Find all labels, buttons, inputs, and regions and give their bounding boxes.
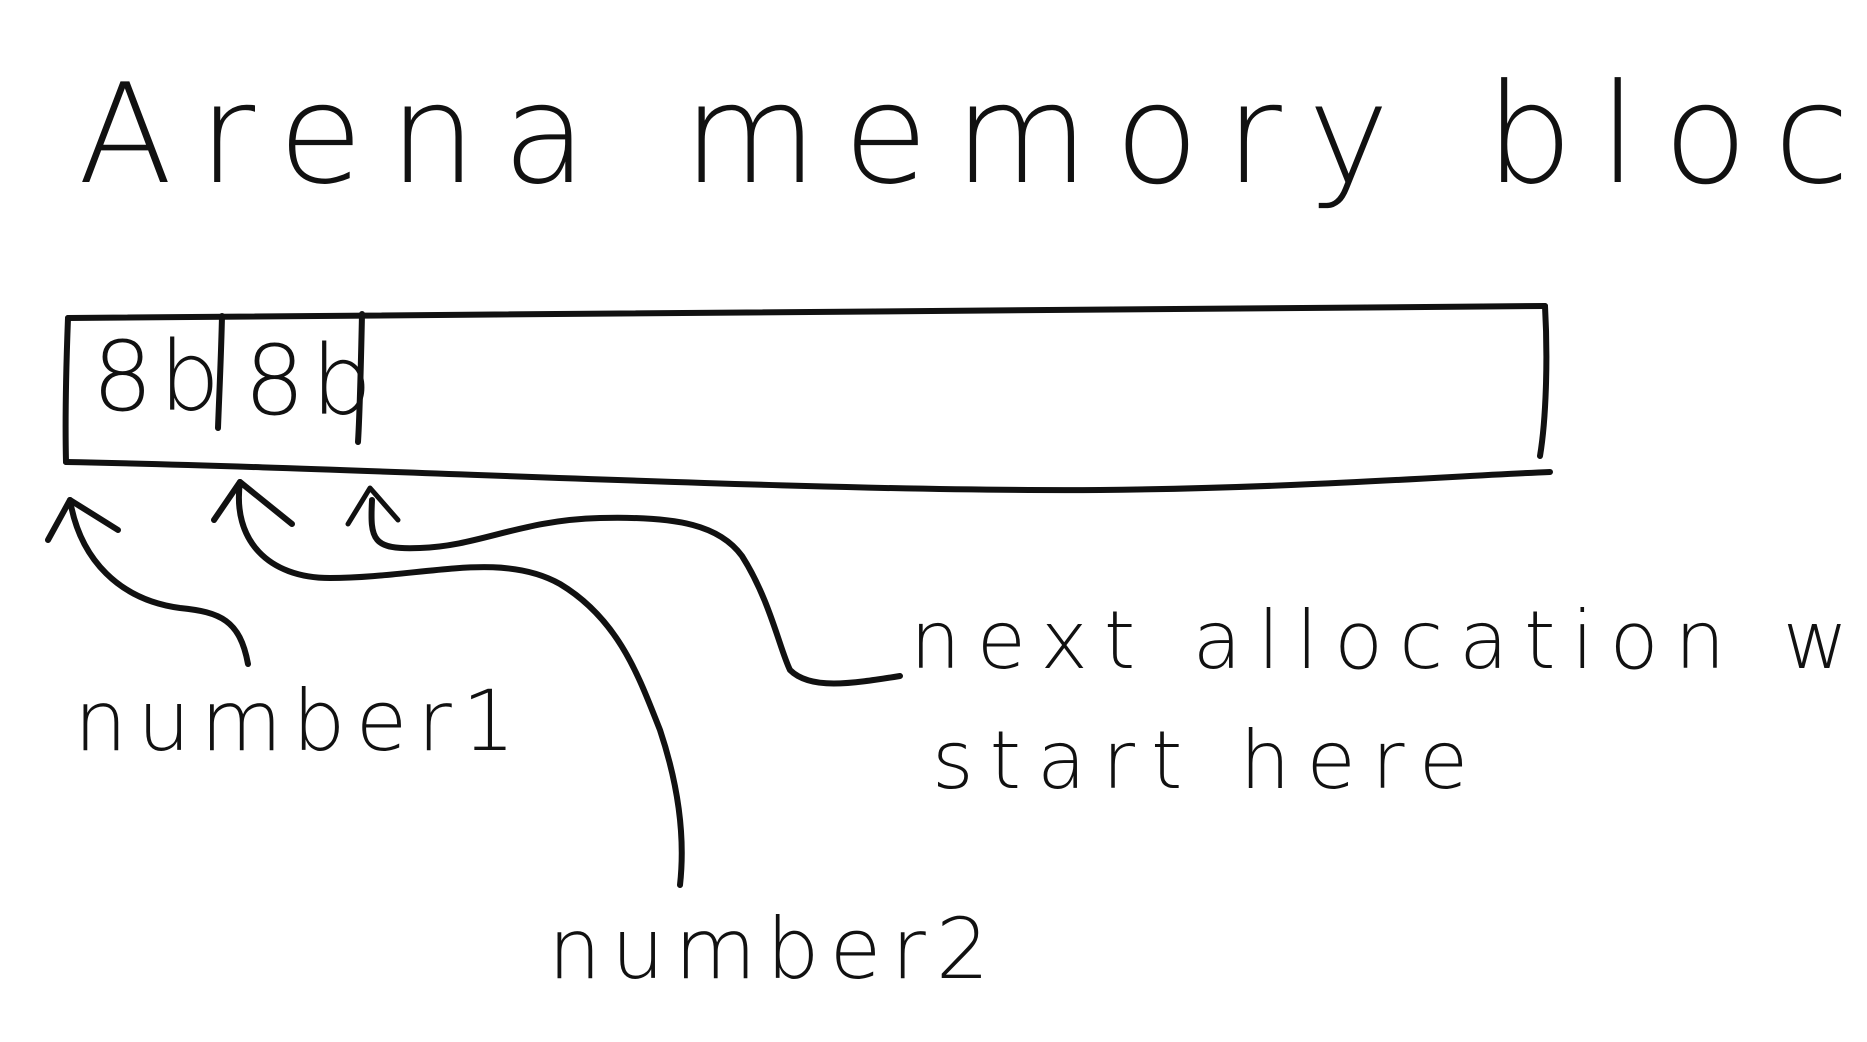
arrow-head-next-allocation [345, 485, 401, 527]
label-number2: number2 [548, 900, 999, 998]
memory-block [62, 303, 1553, 494]
cell-divider-1 [215, 313, 225, 431]
arrow-head-number2 [211, 479, 295, 527]
label-next-allocation-line-2: start here [932, 714, 1484, 807]
memory-block-top-edge [65, 303, 1548, 321]
arrow-curve-number1 [67, 497, 251, 667]
cell-label-2: 8b [244, 325, 378, 437]
pointer-number1: number1 [45, 497, 525, 770]
pointer-next-allocation: next allocation will start here [345, 485, 1867, 807]
memory-block-bottom-edge [63, 459, 1553, 494]
cell-label-1: 8b [92, 321, 226, 433]
memory-block-left-edge [62, 315, 71, 465]
arrow-curve-next-allocation [368, 497, 903, 687]
arrow-head-number1 [45, 497, 121, 543]
label-next-allocation-line-1: next allocation will [910, 594, 1867, 687]
label-number1: number1 [74, 672, 525, 770]
memory-block-right-edge [1537, 303, 1550, 459]
diagram-title: Arena memory block [78, 54, 1867, 215]
arrow-curve-number2 [235, 479, 685, 888]
cell-divider-2 [355, 311, 365, 445]
pointer-number2: number2 [211, 479, 999, 998]
